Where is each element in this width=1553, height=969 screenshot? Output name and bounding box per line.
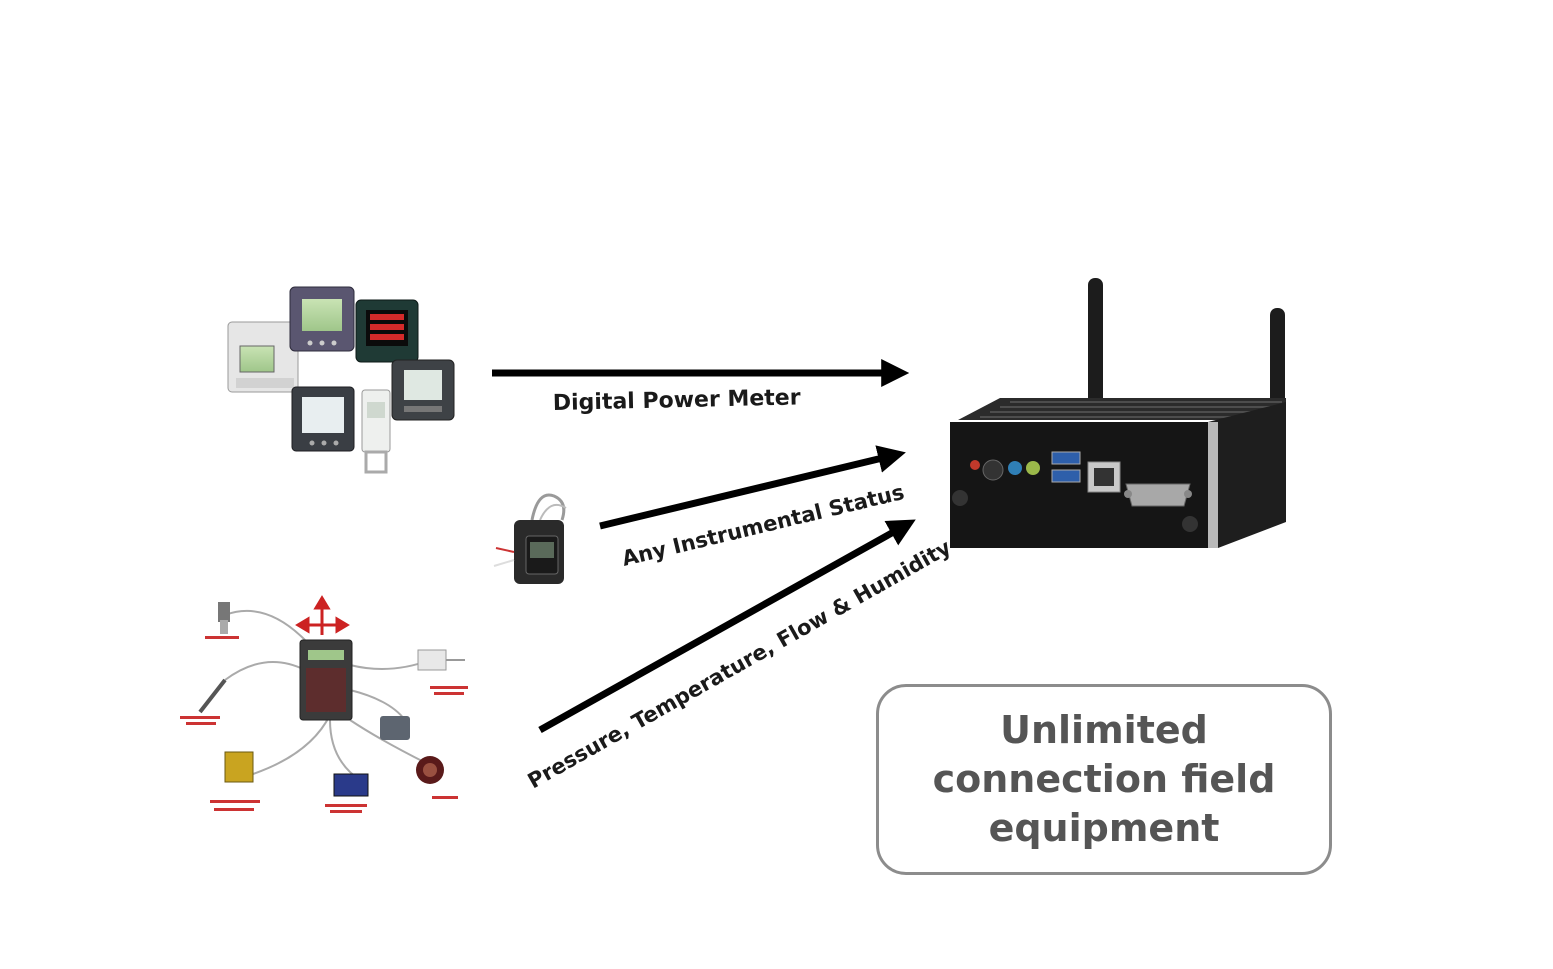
arrow-sensors	[538, 519, 916, 734]
sensor-wiring-diagram-icon	[180, 595, 468, 813]
instrument-status-sensor-icon	[493, 493, 567, 584]
callout-line-2: connection field	[932, 757, 1276, 801]
embedded-gateway-device-icon	[950, 278, 1286, 548]
digital-power-meter-group-icon	[227, 286, 455, 474]
callout-box: Unlimited connection field equipment	[876, 684, 1332, 875]
callout-line-3: equipment	[988, 806, 1220, 850]
label-digital-power-meter: Digital Power Meter	[553, 385, 801, 416]
label-instrumental-status: Any Instrumental Status	[620, 480, 907, 571]
callout-line-1: Unlimited	[1000, 708, 1208, 752]
callout-text: Unlimited connection field equipment	[933, 706, 1276, 853]
connection-arrows	[492, 359, 916, 734]
arrow-instrumental-status	[599, 445, 906, 530]
